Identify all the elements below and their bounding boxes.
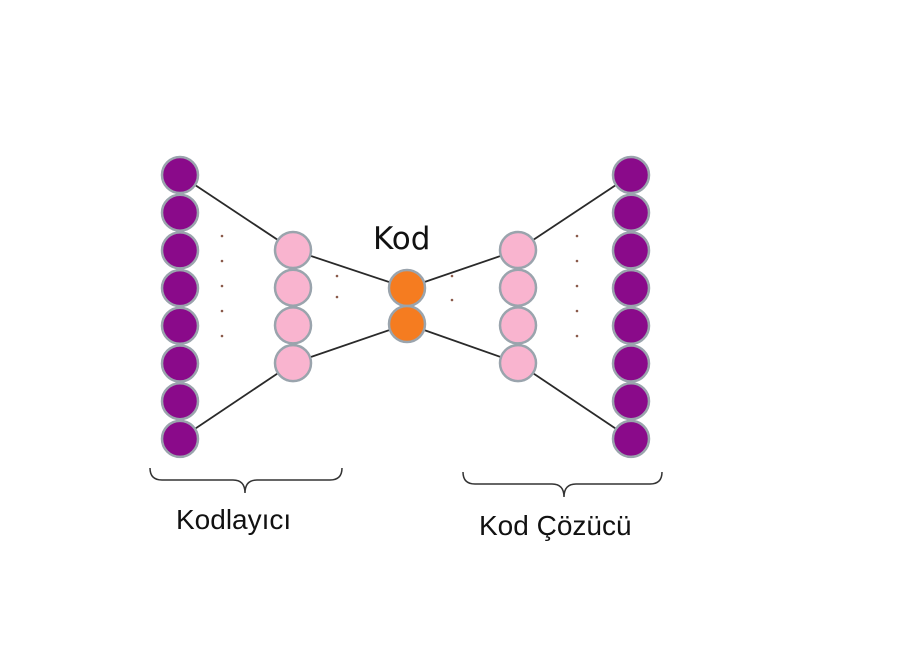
encoder-input-node — [160, 306, 200, 346]
connection-line — [292, 323, 408, 364]
decoder-hidden-node — [498, 343, 538, 383]
ellipsis-dot — [575, 234, 579, 238]
ellipsis-dot — [575, 334, 579, 338]
ellipsis-dot — [220, 234, 224, 238]
decoder-output-node — [611, 306, 651, 346]
encoder-brace — [149, 467, 343, 494]
encoder-input-node — [160, 193, 200, 232]
decoder-output-node — [611, 268, 651, 308]
ellipsis-dot — [220, 309, 224, 313]
encoder-input-node — [160, 268, 200, 308]
decoder-output-node — [611, 381, 651, 421]
ellipsis-dot — [450, 298, 454, 302]
connection-line — [292, 249, 408, 289]
decoder-brace — [462, 471, 663, 498]
ellipsis-dot — [220, 334, 224, 338]
decoder-output-node — [611, 344, 651, 383]
connection-line — [406, 323, 519, 364]
connection-line — [406, 249, 519, 289]
ellipsis-dots — [220, 234, 579, 338]
ellipsis-dot — [335, 274, 339, 278]
decoder-label: Kod Çözücü — [479, 510, 632, 541]
braces — [149, 467, 663, 498]
ellipsis-dot — [335, 295, 339, 299]
ellipsis-dot — [450, 274, 454, 278]
decoder-hidden-node — [498, 268, 538, 307]
decoder-output-node — [611, 155, 651, 195]
ellipsis-dot — [575, 309, 579, 313]
encoder-input-node — [160, 419, 200, 459]
encoder-hidden-node — [273, 306, 313, 345]
code-node — [387, 304, 427, 344]
ellipsis-dot — [575, 259, 579, 263]
code-node — [387, 268, 427, 308]
encoder-input-node — [160, 231, 200, 270]
encoder-label: Kodlayıcı — [176, 504, 292, 535]
encoder-hidden-node — [273, 268, 313, 307]
decoder-output-node — [611, 231, 651, 270]
encoder-input-node — [160, 155, 200, 195]
encoder-hidden-node — [273, 230, 313, 270]
encoder-input-node — [160, 344, 200, 383]
decoder-hidden-node — [498, 230, 538, 270]
decoder-output-node — [611, 419, 651, 459]
code-label: Kod — [373, 221, 431, 257]
encoder-input-node — [160, 381, 200, 421]
encoder-hidden-node — [273, 343, 313, 383]
ellipsis-dot — [575, 284, 579, 288]
connection-lines — [179, 174, 632, 440]
nodes — [160, 155, 651, 459]
ellipsis-dot — [220, 284, 224, 288]
decoder-hidden-node — [498, 306, 538, 345]
ellipsis-dot — [220, 259, 224, 263]
connection-line — [179, 362, 294, 440]
connection-line — [517, 362, 632, 440]
connection-line — [517, 174, 632, 251]
connection-line — [179, 174, 294, 251]
decoder-output-node — [611, 193, 651, 232]
